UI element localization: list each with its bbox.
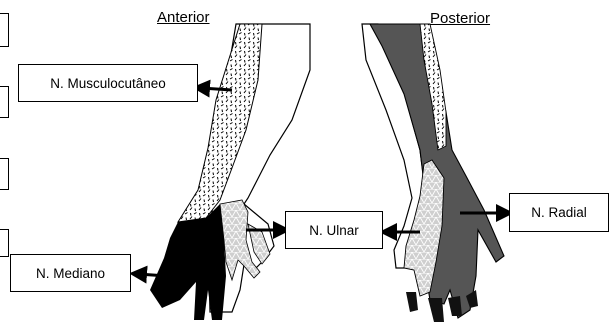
edge-box-4 — [0, 229, 9, 257]
arrow-musculocutaneous — [201, 88, 232, 90]
label-musculocutaneous: N. Musculocutâneo — [18, 64, 198, 102]
posterior-arm — [362, 24, 504, 322]
edge-box-1 — [0, 13, 9, 47]
edge-box-3 — [0, 158, 9, 190]
label-radial: N. Radial — [509, 193, 609, 232]
label-ulnar: N. Ulnar — [285, 211, 383, 249]
posterior-title: Posterior — [430, 10, 490, 27]
edge-box-2 — [0, 86, 9, 118]
anterior-title: Anterior — [157, 9, 210, 26]
anterior-median-zone — [150, 204, 226, 320]
label-median: N. Mediano — [10, 254, 131, 292]
